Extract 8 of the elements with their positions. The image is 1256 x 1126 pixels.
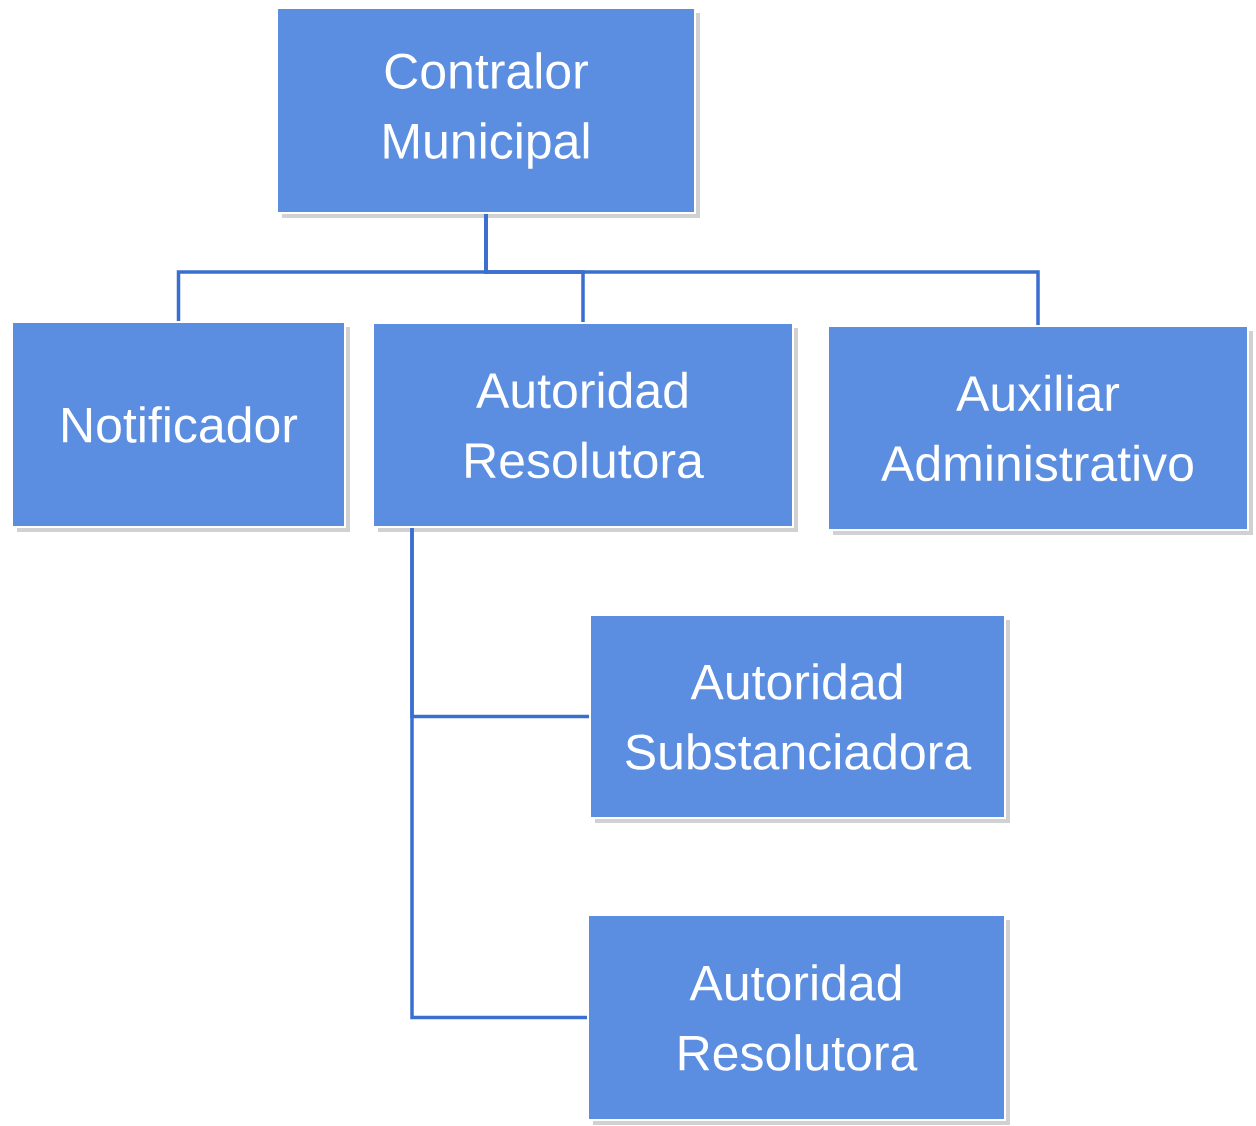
connector-line	[484, 214, 1040, 325]
org-box: Notificador	[11, 321, 346, 528]
org-box: Contralor Municipal	[276, 7, 696, 214]
org-box: Autoridad Resolutora	[372, 322, 794, 528]
org-box: Autoridad Substanciadora	[589, 614, 1006, 819]
org-box: Auxiliar Administrativo	[827, 325, 1249, 531]
org-box: Autoridad Resolutora	[587, 914, 1006, 1121]
connector-line	[410, 528, 587, 1020]
